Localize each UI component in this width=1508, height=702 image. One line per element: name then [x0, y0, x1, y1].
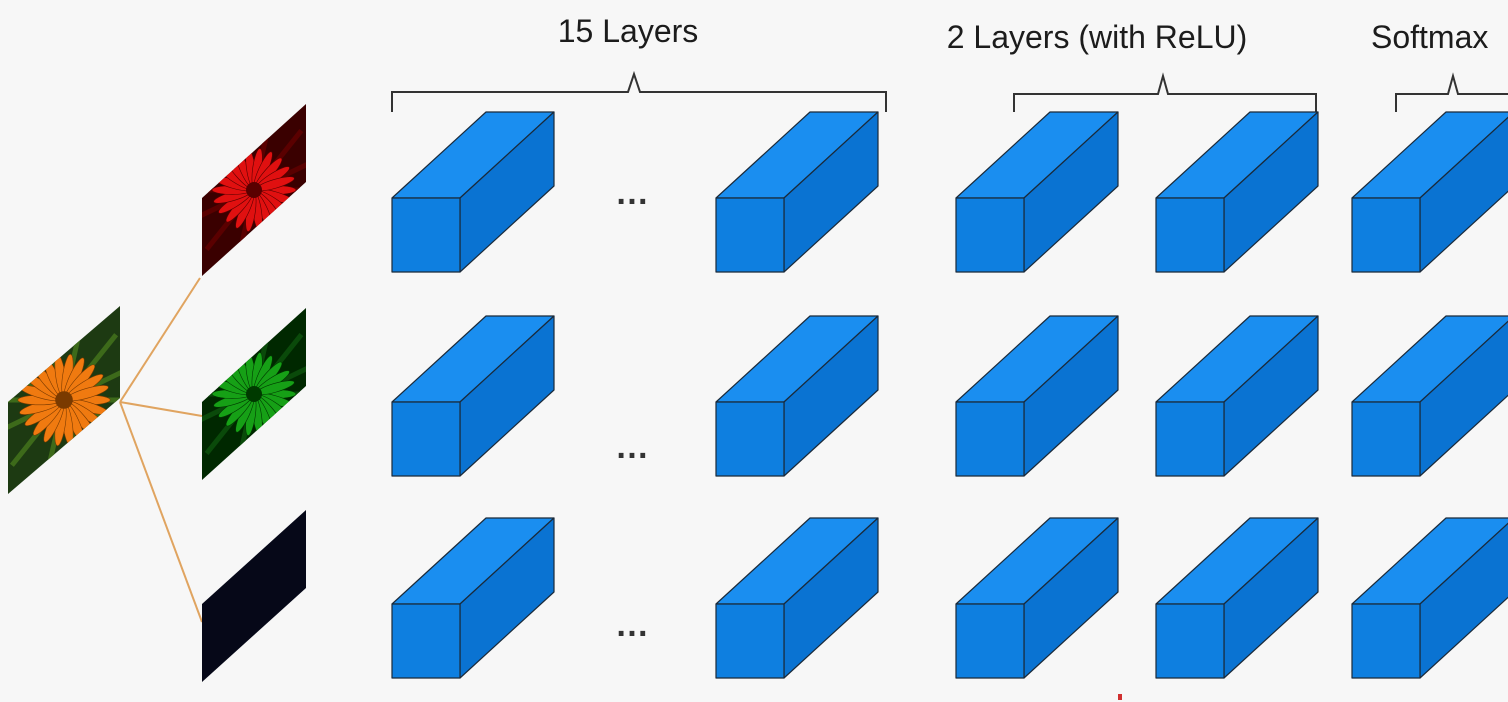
cube-front-face: [1351, 197, 1421, 273]
layer-block-first-row-3: [391, 517, 555, 679]
layer-block-first-row-2: [391, 315, 555, 477]
cube-front-face: [1155, 401, 1225, 477]
brace-15-layers: [391, 70, 887, 112]
cube-front-face: [391, 603, 461, 679]
red-cursor-mark: [1118, 694, 1122, 700]
cube-front-face: [955, 603, 1025, 679]
connector-blue: [119, 401, 203, 623]
relu-block-2-row-1: [1155, 111, 1319, 273]
ellipsis-row-3: …: [615, 606, 653, 644]
flower-center: [246, 386, 262, 402]
group-label-softmax: Softmax: [1371, 19, 1488, 55]
brace-2-layers: [1013, 72, 1317, 112]
cube-front-face: [955, 197, 1025, 273]
flower-center: [55, 391, 73, 409]
brace-softmax: [1395, 72, 1508, 112]
relu-block-1-row-2: [955, 315, 1119, 477]
cube-front-face: [715, 197, 785, 273]
connector-green: [119, 401, 203, 417]
layer-blocks: [391, 111, 1508, 679]
cube-front-face: [955, 401, 1025, 477]
group-label-2-layers-relu: 2 Layers (with ReLU): [947, 19, 1248, 55]
connector-red: [119, 277, 201, 403]
cube-front-face: [1155, 603, 1225, 679]
cube-front-face: [715, 401, 785, 477]
cube-front-face: [1155, 197, 1225, 273]
red-channel-image: [202, 104, 306, 276]
layer-block-fifteenth-row-2: [715, 315, 879, 477]
layer-block-fifteenth-row-3: [715, 517, 879, 679]
ellipsis-row-1: …: [615, 174, 653, 212]
blue-channel-image: [202, 510, 306, 682]
cube-front-face: [1351, 401, 1421, 477]
softmax-block-row-3: [1351, 517, 1508, 679]
softmax-block-row-1: [1351, 111, 1508, 273]
cube-front-face: [1351, 603, 1421, 679]
cube-front-face: [715, 603, 785, 679]
ellipsis-row-2: …: [615, 428, 653, 466]
flower-center: [246, 182, 262, 198]
cube-front-face: [391, 197, 461, 273]
layer-block-fifteenth-row-1: [715, 111, 879, 273]
group-label-15-layers: 15 Layers: [558, 13, 699, 49]
softmax-block-row-2: [1351, 315, 1508, 477]
layer-block-first-row-1: [391, 111, 555, 273]
relu-block-2-row-2: [1155, 315, 1319, 477]
relu-block-1-row-1: [955, 111, 1119, 273]
relu-block-2-row-3: [1155, 517, 1319, 679]
cube-front-face: [391, 401, 461, 477]
relu-block-1-row-3: [955, 517, 1119, 679]
